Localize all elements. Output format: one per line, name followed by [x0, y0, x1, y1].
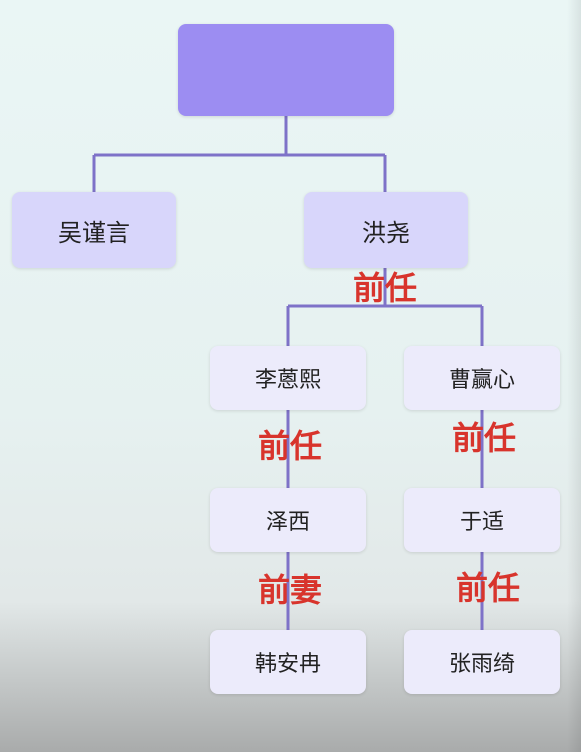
relation-label-left-2: 前妻 — [257, 571, 323, 609]
node-zhang-yuqi: 张雨绮 — [404, 630, 560, 694]
root-node — [178, 24, 394, 116]
node-hong-yao: 洪尧 — [304, 192, 468, 268]
relation-label-right-1: 前任 — [451, 419, 517, 457]
node-wu-jinyan: 吴谨言 — [12, 192, 176, 268]
edge-shadow — [567, 0, 581, 752]
node-cao-yingxin: 曹赢心 — [404, 346, 560, 410]
relation-label-right-2: 前任 — [455, 569, 521, 607]
node-ze-xi: 泽西 — [210, 488, 366, 552]
relation-label-top: 前任 — [352, 269, 418, 307]
node-yu-shi: 于适 — [404, 488, 560, 552]
node-han-anran: 韩安冉 — [210, 630, 366, 694]
node-li-enxi: 李蒽熙 — [210, 346, 366, 410]
relation-label-left-1: 前任 — [257, 427, 323, 465]
